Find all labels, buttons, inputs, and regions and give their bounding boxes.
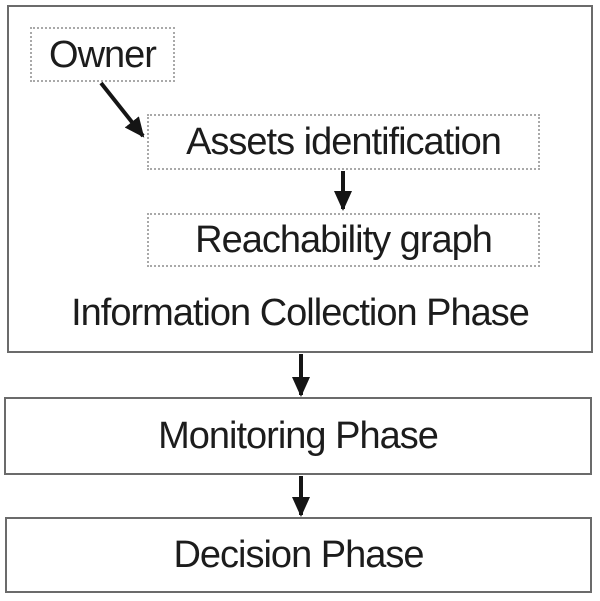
decision-phase-label: Decision Phase <box>173 534 424 576</box>
owner-label: Owner <box>49 33 157 76</box>
decision-phase-box: Decision Phase <box>5 517 592 593</box>
information-collection-phase-box: Owner Assets identification Reachability… <box>7 5 593 353</box>
monitoring-phase-box: Monitoring Phase <box>4 397 592 475</box>
reachability-graph-label: Reachability graph <box>195 219 493 261</box>
owner-box: Owner <box>30 27 175 82</box>
reachability-graph-box: Reachability graph <box>147 213 540 267</box>
information-collection-phase-label: Information Collection Phase <box>71 292 530 334</box>
monitoring-phase-label: Monitoring Phase <box>158 415 439 457</box>
assets-identification-box: Assets identification <box>147 114 540 170</box>
assets-identification-label: Assets identification <box>186 121 502 163</box>
